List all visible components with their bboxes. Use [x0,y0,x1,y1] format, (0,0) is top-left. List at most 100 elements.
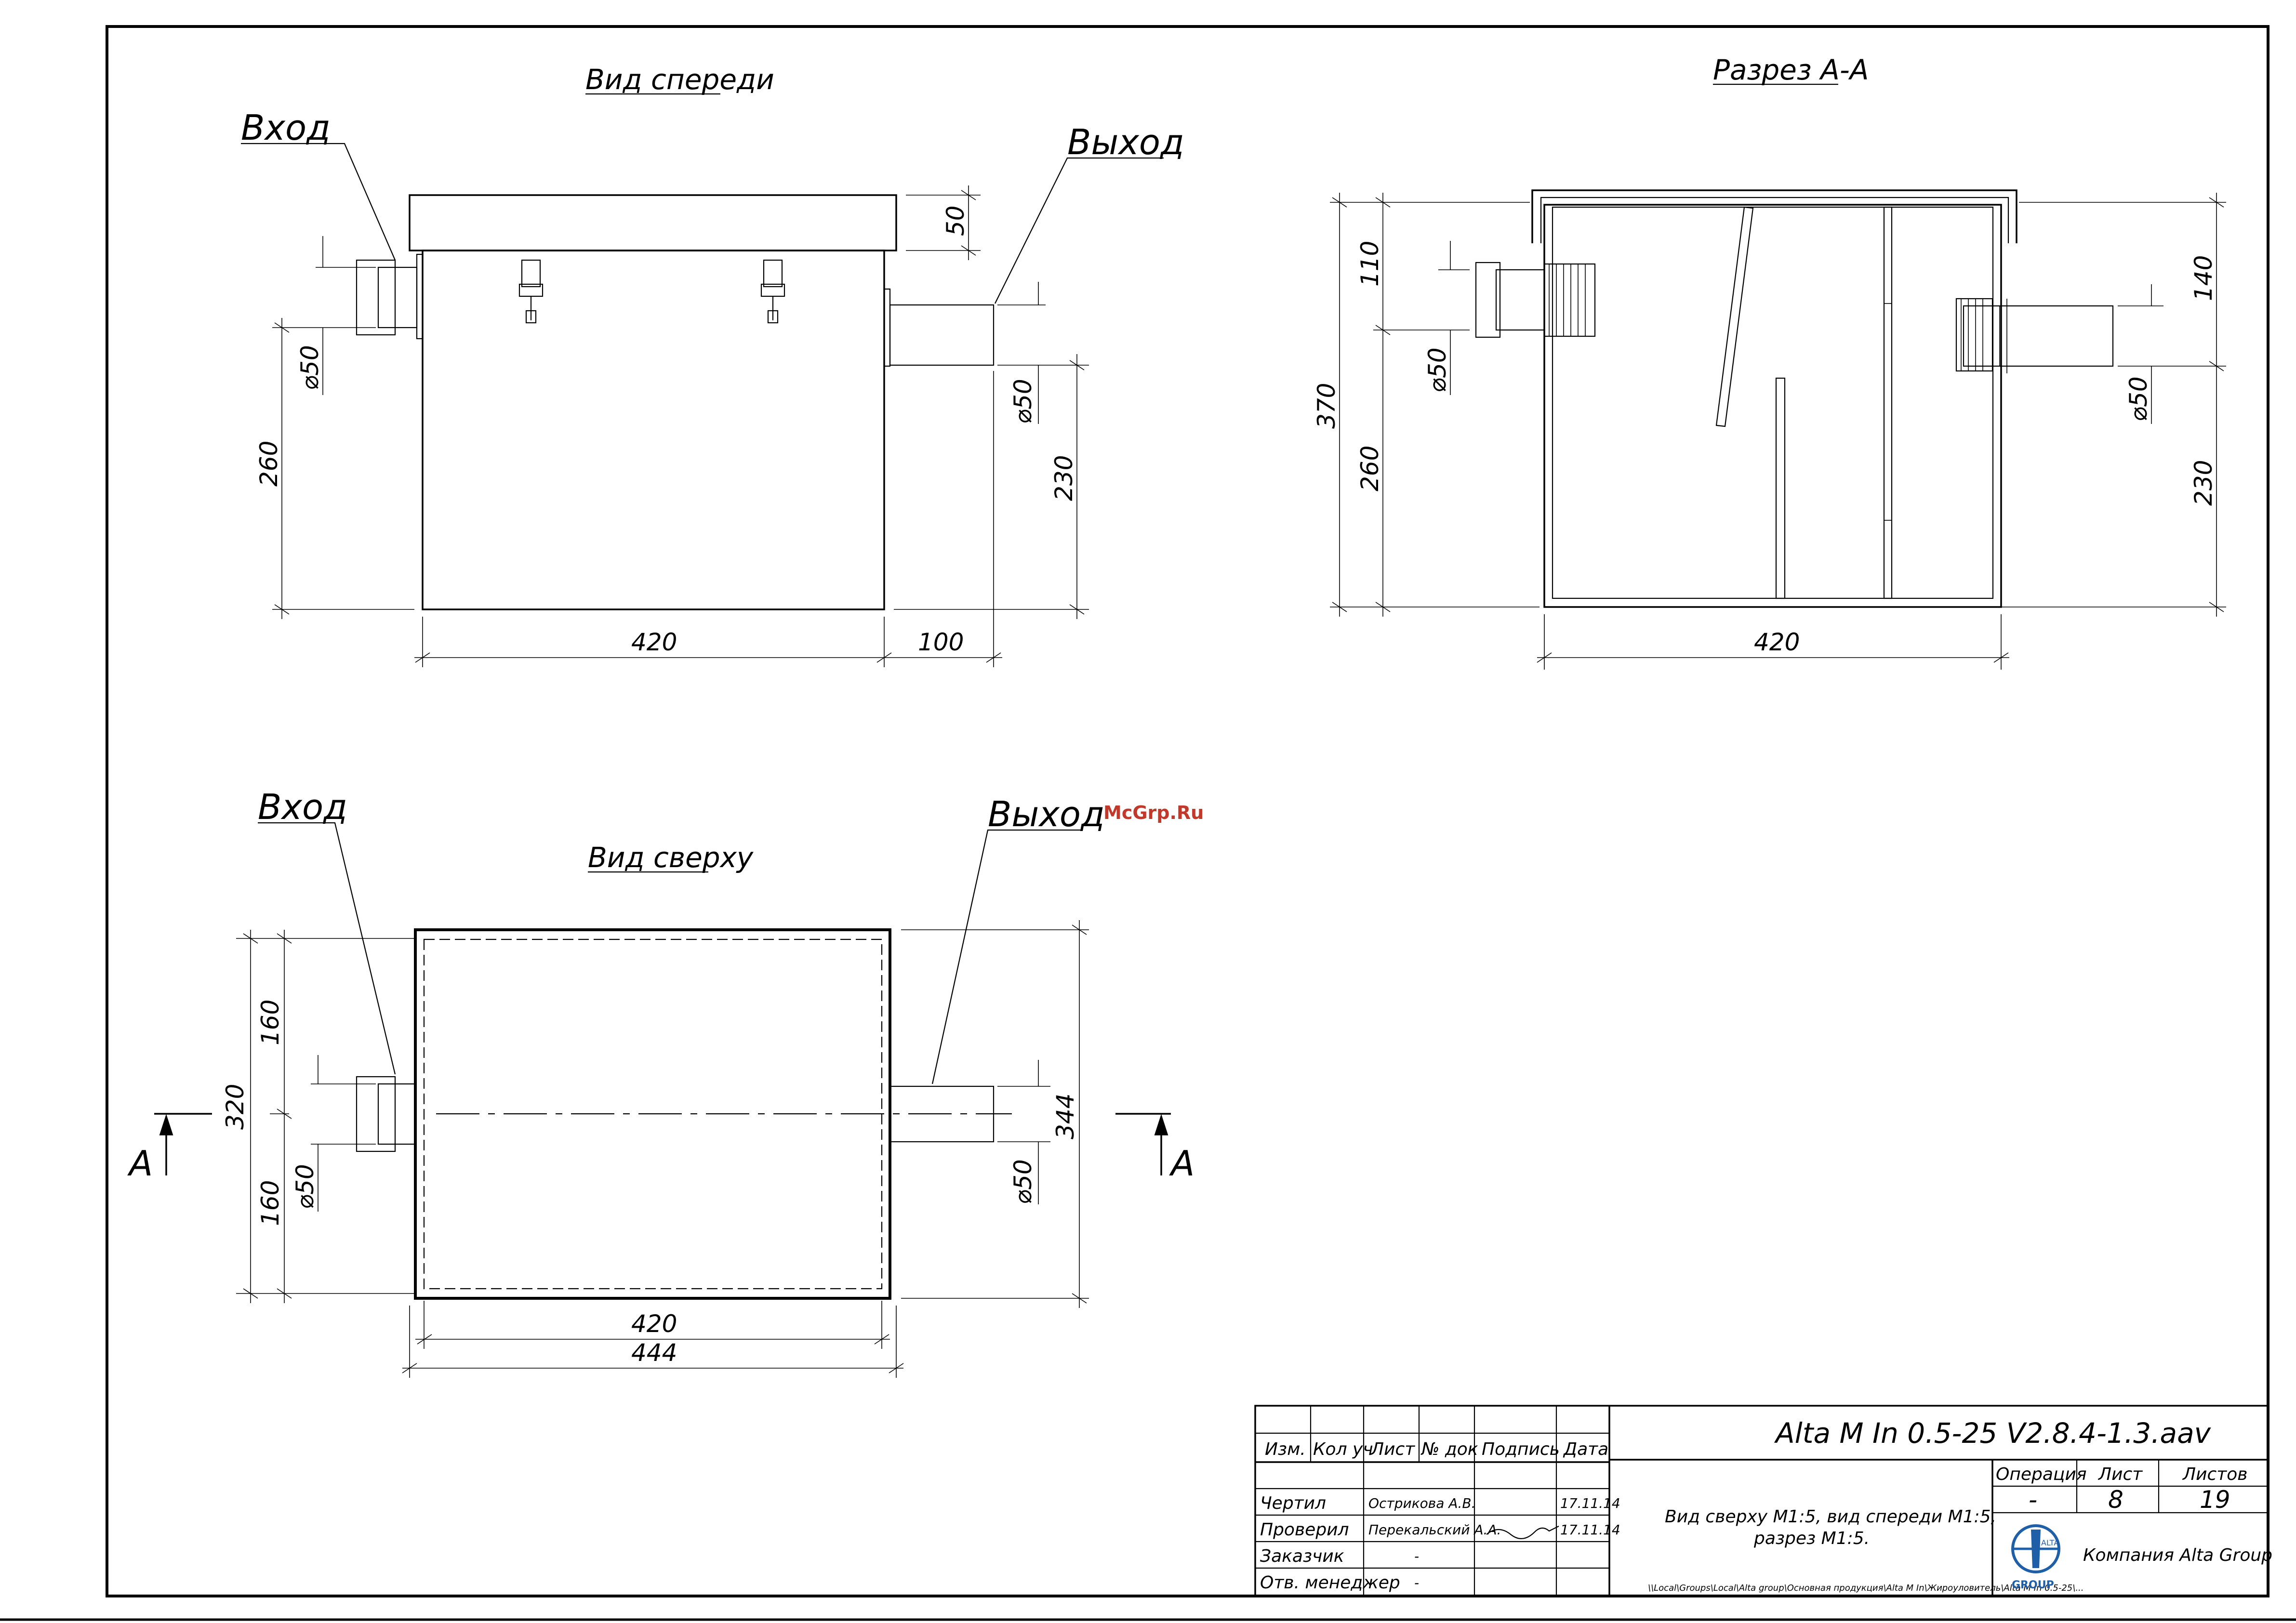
tb-sheets-value: 19 [2200,1486,2230,1514]
tb-col-list: Лист [1370,1439,1415,1459]
section-dim-inlet-height [1375,340,1391,617]
tb-row-drawn-date: 17.11.14 [1560,1495,1620,1511]
tb-col-date: Дата [1563,1439,1608,1459]
front-view: Вид спереди Вход Выход [241,63,1184,667]
section-dim-inlet-dia [1438,241,1470,395]
top-outlet-pipe [889,1085,995,1143]
tb-col-izm: Изм. [1265,1439,1306,1459]
front-dim-inlet-dia [316,236,376,395]
section-dim-total-height [1330,193,1540,617]
section-marker-right [1115,1113,1171,1175]
top-dim-depth [236,930,414,1303]
section-lid-inner [1540,197,2009,243]
top-outlet-leader [931,829,1082,1084]
tb-sheets-label: Листов [2182,1465,2247,1484]
top-dim-depth-value: 320 [221,1084,249,1130]
section-tank-inner [1552,206,1994,599]
top-dim-outlet-dia [997,1060,1050,1204]
section-dim-outlet-dia-value: ⌀50 [2124,376,2152,422]
front-dim-inlet-dia-value: ⌀50 [296,345,324,390]
front-outlet-pipe [889,304,995,366]
title-block: Изм. Кол уч Лист № док Подпись Дата Черт… [1254,1405,2272,1597]
tb-col-kol: Кол уч [1313,1439,1373,1459]
section-dim-width-value: 420 [1754,628,1800,656]
section-marker-left-label: А [127,1143,153,1184]
tb-row-checked-name: Перекальский А.А. [1368,1522,1501,1538]
sheet-frame [106,25,2269,1597]
front-dim-width-value: 420 [631,628,677,656]
watermark: McGrp.Ru [1103,802,1204,823]
top-dim-width [402,1301,904,1378]
front-inlet-callout: Вход [241,107,331,148]
alta-logo-mark: ALTA [2041,1538,2059,1547]
front-inlet-socket [356,259,396,336]
section-vertical-baffle [1775,377,1786,599]
front-inlet-pipe [377,266,418,329]
front-body [422,250,885,610]
top-dim-half-lower-value: 160 [256,1180,284,1226]
section-partition [1883,206,1893,599]
tb-row-manager-role: Отв. менеджер [1260,1573,1400,1593]
section-outlet-pipe [1963,305,2114,367]
tb-row-checked-role: Проверил [1260,1520,1349,1540]
front-dim-outlet-dia-value: ⌀50 [1009,379,1037,424]
tb-description-line2: разрез М1:5. [1753,1529,1870,1548]
top-view: Вид сверху Вход Выход McGrp.Ru 320 160 1… [127,787,1204,1378]
top-inlet-pipe [377,1083,416,1145]
front-inlet-leader [241,143,396,261]
front-dim-outlet-length-value: 100 [918,628,964,656]
front-view-title: Вид спереди [585,63,774,96]
front-dim-outlet-dia [997,282,1046,424]
front-latch-left [518,259,544,324]
tb-operation-label: Операция [1996,1465,2087,1484]
tb-footer-path: \\Local\Groups\Local\Alta group\Основная… [1648,1583,2084,1593]
tb-row-checked-date: 17.11.14 [1560,1522,1620,1538]
front-lid [409,194,897,251]
front-latch-right [760,259,785,324]
section-dim-outlet-height-value: 230 [2190,460,2217,506]
section-dim-total-height-value: 370 [1313,383,1340,429]
alta-logo-text: GROUP [2012,1579,2054,1591]
tb-signature [1486,1526,1559,1539]
section-dim-inlet-top [1373,193,1470,340]
top-dim-inlet-dia [311,1055,376,1212]
section-dim-width [1537,614,2009,670]
tb-row-customer-role: Заказчик [1260,1546,1344,1566]
top-dim-outlet-dia-value: ⌀50 [1009,1159,1037,1204]
front-dim-lid-value: 50 [942,205,969,236]
top-dim-overall-width-value: 444 [631,1339,677,1367]
front-dim-inlet-height-value: 260 [255,441,283,487]
top-inlet-callout: Вход [258,787,347,827]
tb-row-manager-name: - [1414,1575,1419,1591]
section-inlet-socket [1475,262,1501,338]
front-dim-outlet-height [894,354,1089,619]
front-dim-width [414,371,1002,667]
front-inlet-flange [416,253,424,340]
tb-sheet-label: Лист [2097,1465,2143,1484]
section-dim-outlet-dia [2118,284,2163,424]
section-dim-outlet-top-value: 140 [2190,255,2217,301]
section-dim-inlet-top-value: 110 [1356,241,1384,287]
section-lid [1531,189,2017,243]
front-dim-inlet-height [272,318,414,619]
front-dim-lid [906,185,981,260]
top-dim-width-value: 420 [631,1310,677,1338]
tb-sheet-value: 8 [2108,1486,2123,1514]
section-dim-inlet-height-value: 260 [1356,446,1384,491]
top-dim-overall-depth-value: 344 [1051,1094,1079,1139]
section-inclined-baffle [1715,206,1754,427]
section-dim-inlet-dia-value: ⌀50 [1423,347,1451,393]
section-inlet-corrugated [1543,263,1596,337]
tb-document-code: Alta M In 0.5-25 V2.8.4-1.3.aav [1774,1417,2212,1450]
section-marker-right-label: А [1169,1143,1194,1184]
front-dim-outlet-height-value: 230 [1050,455,1078,501]
top-outlet-callout: Выход [988,794,1105,834]
front-outlet-flange [883,288,891,367]
section-view-title: Разрез А-А [1713,53,1869,86]
alta-group-logo: ALTA GROUP [2011,1524,2060,1591]
front-outlet-callout: Выход [1067,122,1184,162]
section-view: Разрез А-А 370 [1313,53,2226,670]
tb-col-sign: Подпись [1482,1439,1560,1459]
top-inlet-socket [356,1076,396,1152]
